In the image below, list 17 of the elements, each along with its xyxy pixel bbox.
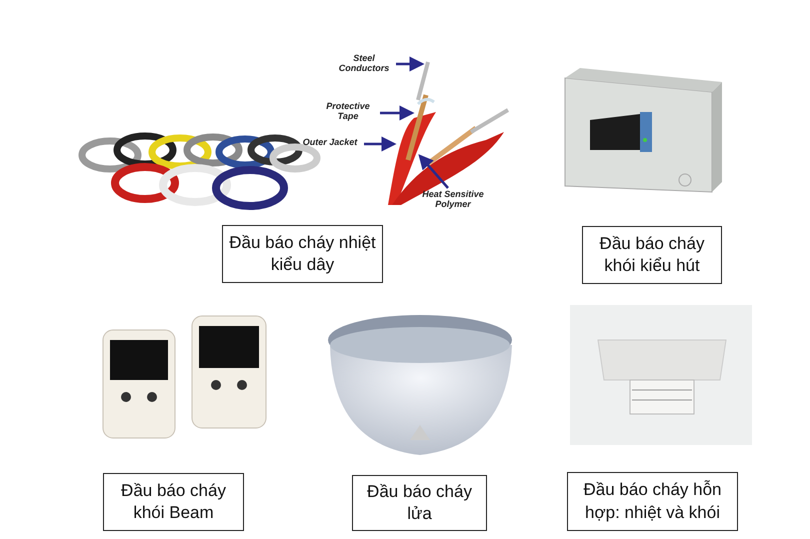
caption-text: Đầu báo cháy khói Beam	[120, 480, 227, 524]
caption-text: Đầu báo cháy khói kiểu hút	[598, 232, 706, 277]
caption-text: Đầu báo cháy nhiệt kiểu dây	[229, 232, 376, 276]
leader-arrow	[396, 56, 424, 72]
leader-arrow	[364, 136, 396, 152]
leader-arrow	[380, 106, 414, 120]
caption-text: Đầu báo cháy hỗn hợp: nhiệt và khói	[582, 479, 722, 524]
caption-box	[222, 225, 383, 283]
callout-label: Outer Jacket	[298, 138, 362, 150]
caption-box	[103, 473, 244, 531]
callout-label: Protective Tape	[320, 102, 376, 124]
callout-label: Heat Sensitive Polymer	[408, 190, 498, 212]
caption-box	[567, 472, 738, 531]
caption-text: Đầu báo cháy lửa	[366, 480, 473, 525]
caption-box	[352, 475, 487, 531]
caption-box	[582, 226, 722, 284]
callout-label: Steel Conductors	[334, 54, 394, 76]
